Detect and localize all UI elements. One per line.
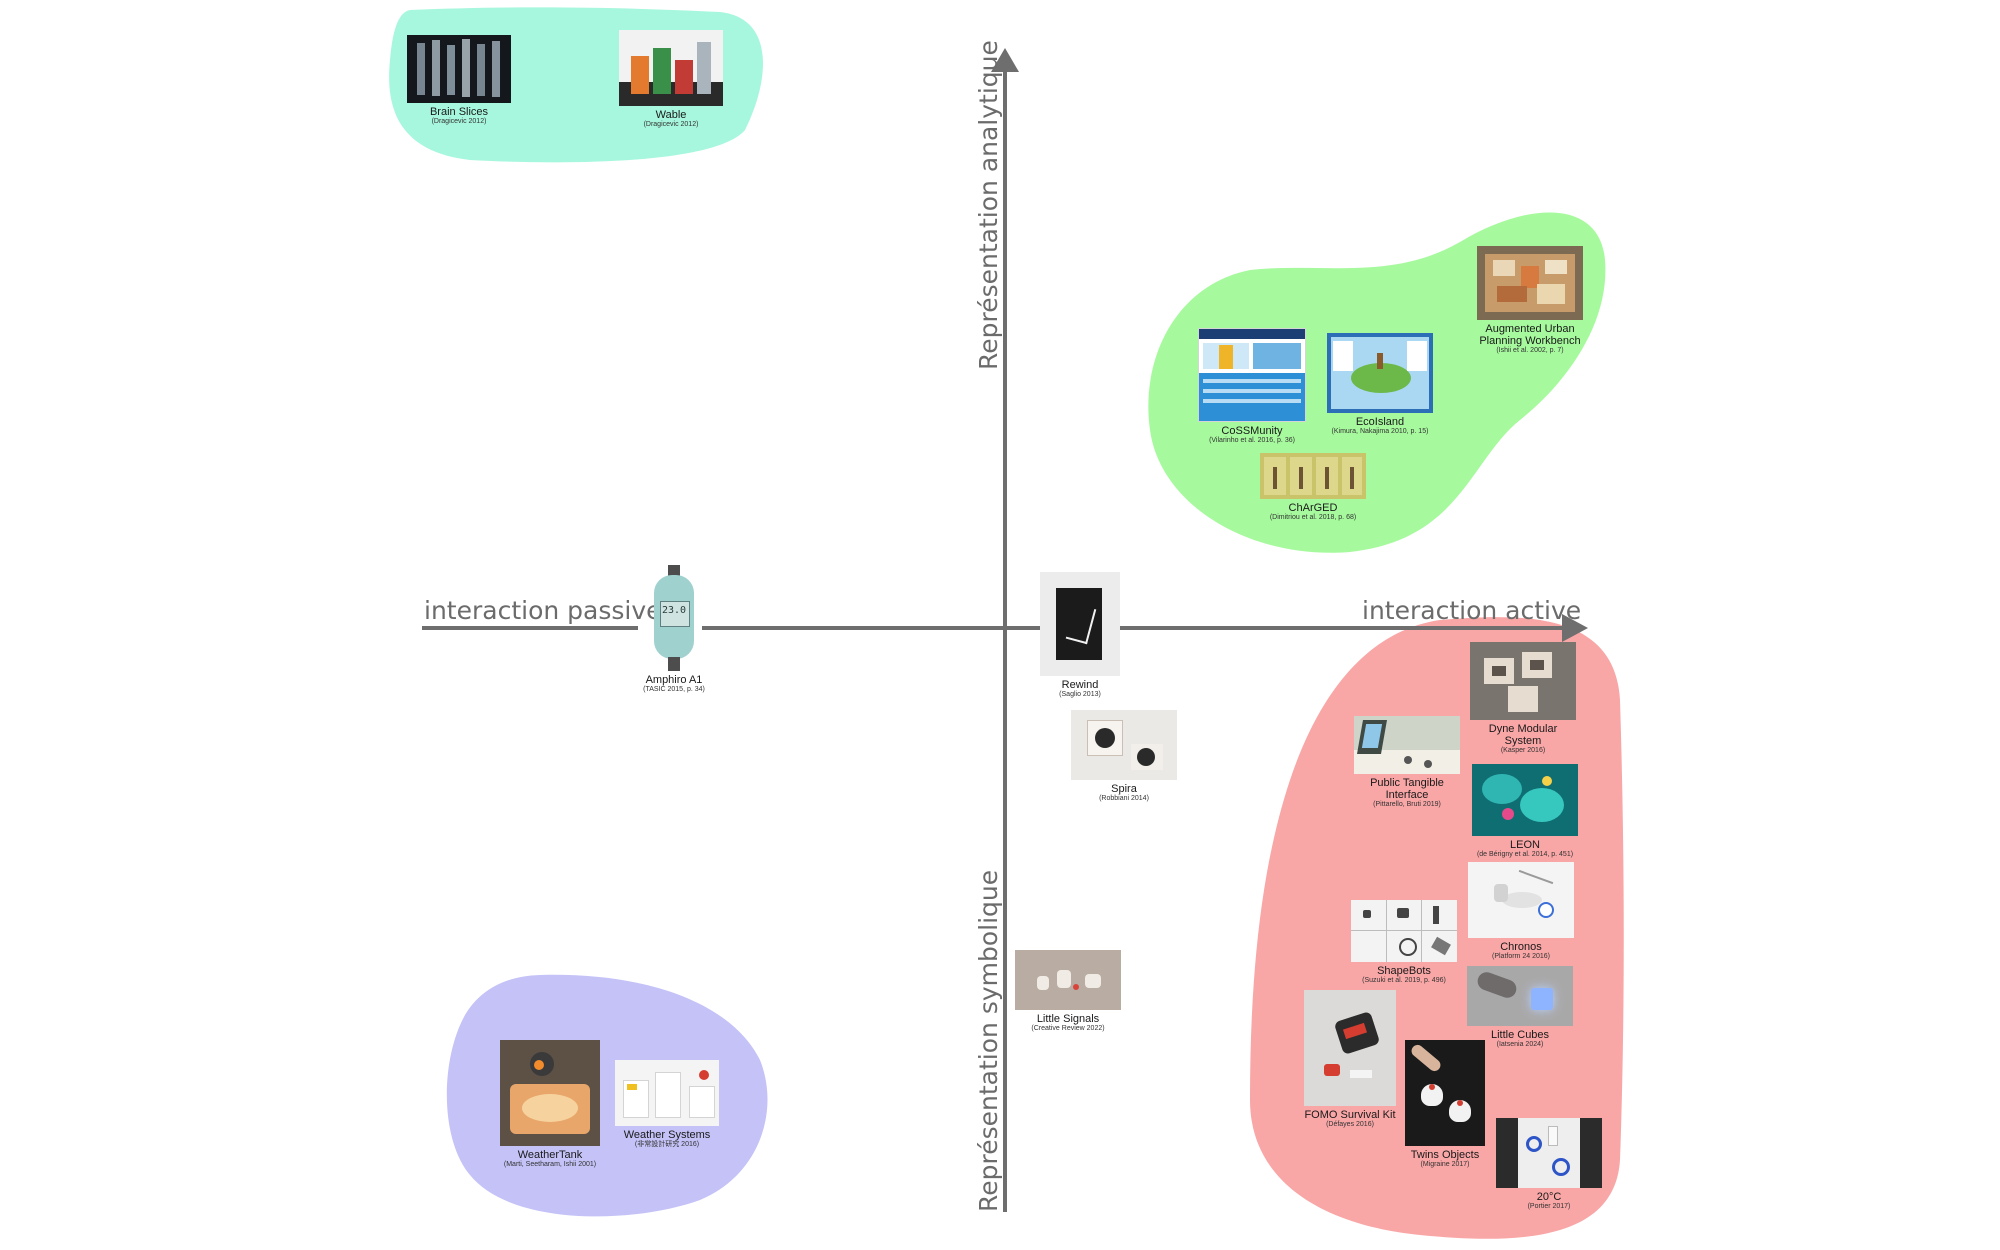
amphiro-thumbnail: 23.0 xyxy=(652,565,696,671)
rewind-citation: (Saglio 2013) xyxy=(1059,691,1101,698)
little-signals-title: Little Signals xyxy=(1036,1013,1100,1025)
weathertank-citation: (Marti, Seetharam, Ishii 2001) xyxy=(503,1161,597,1168)
little-cubes-thumbnail xyxy=(1467,966,1573,1026)
axis-label-top: Représentation analytique xyxy=(974,40,1003,370)
ecoisland-thumbnail xyxy=(1327,333,1433,413)
augmented-urban-citation: (Ishii et al. 2002, p. 7) xyxy=(1496,347,1564,354)
twenty-c-title: 20°C xyxy=(1536,1191,1562,1203)
twenty-c-citation: (Portier 2017) xyxy=(1527,1203,1571,1210)
fomo-title: FOMO Survival Kit xyxy=(1304,1109,1396,1121)
cossmunity-citation: (Vilarinho et al. 2016, p. 36) xyxy=(1209,437,1295,444)
charged-citation: (Dimitriou et al. 2018, p. 68) xyxy=(1269,514,1357,521)
brain-slices-citation: (Dragicevic 2012) xyxy=(431,118,487,125)
item-little-cubes: Little Cubes (Iatsenia 2024) xyxy=(1467,966,1573,1049)
weathertank-title: WeatherTank xyxy=(517,1149,583,1161)
item-cossmunity: CoSSMunity (Vilarinho et al. 2016, p. 36… xyxy=(1194,328,1310,445)
item-fomo: FOMO Survival Kit (Défayes 2016) xyxy=(1300,990,1400,1129)
item-twins: Twins Objects (Migraine 2017) xyxy=(1402,1040,1488,1169)
charged-thumbnail xyxy=(1260,453,1366,499)
little-signals-citation: (Creative Review 2022) xyxy=(1031,1025,1105,1032)
item-little-signals: Little Signals (Creative Review 2022) xyxy=(1014,950,1122,1033)
fomo-thumbnail xyxy=(1304,990,1396,1106)
dyne-title: Dyne Modular System xyxy=(1488,723,1558,747)
item-20c: 20°C (Portier 2017) xyxy=(1496,1118,1602,1211)
item-weathertank: WeatherTank (Marti, Seetharam, Ishii 200… xyxy=(494,1040,606,1169)
augmented-urban-thumbnail xyxy=(1477,246,1583,320)
amphiro-citation: (TASIC 2015, p. 34) xyxy=(643,686,705,693)
cossmunity-thumbnail xyxy=(1198,328,1306,422)
item-public-tangible: Public Tangible Interface (Pittarello, B… xyxy=(1352,716,1462,809)
dyne-thumbnail xyxy=(1470,642,1576,720)
axis-label-left: interaction passive xyxy=(424,596,662,625)
cossmunity-title: CoSSMunity xyxy=(1221,425,1283,437)
item-amphiro: 23.0 Amphiro A1 (TASIC 2015, p. 34) xyxy=(624,565,724,694)
item-rewind: Rewind (Saglio 2013) xyxy=(1032,572,1128,699)
shapebots-thumbnail xyxy=(1351,900,1457,962)
spira-title: Spira xyxy=(1111,783,1137,795)
weather-systems-title: Weather Systems xyxy=(623,1129,711,1141)
item-augmented-urban: Augmented Urban Planning Workbench (Ishi… xyxy=(1467,246,1593,355)
little-cubes-title: Little Cubes xyxy=(1490,1029,1550,1041)
item-shapebots: ShapeBots (Suzuki et al. 2019, p. 496) xyxy=(1346,900,1462,985)
chronos-thumbnail xyxy=(1468,862,1574,938)
brain-slices-thumbnail xyxy=(407,35,511,103)
item-weather-systems: Weather Systems (非常設計研究 2016) xyxy=(614,1060,720,1149)
item-brain-slices: Brain Slices (Dragicevic 2012) xyxy=(406,35,512,126)
twenty-c-thumbnail xyxy=(1496,1118,1602,1188)
item-ecoisland: EcoIsland (Kimura, Nakajima 2010, p. 15) xyxy=(1320,333,1440,436)
axis-label-bottom: Représentation symbolique xyxy=(974,869,1003,1212)
public-tangible-title: Public Tangible Interface xyxy=(1370,777,1444,801)
twins-thumbnail xyxy=(1405,1040,1485,1146)
twins-title: Twins Objects xyxy=(1410,1149,1480,1161)
brain-slices-title: Brain Slices xyxy=(429,106,489,118)
item-chronos: Chronos (Platform 24 2016) xyxy=(1468,862,1574,961)
leon-citation: (de Bérigny et al. 2014, p. 451) xyxy=(1476,851,1574,858)
rewind-thumbnail xyxy=(1040,572,1120,676)
public-tangible-thumbnail xyxy=(1354,716,1460,774)
weather-systems-thumbnail xyxy=(615,1060,719,1126)
shapebots-citation: (Suzuki et al. 2019, p. 496) xyxy=(1362,977,1446,984)
spira-citation: (Robbiani 2014) xyxy=(1099,795,1149,802)
item-charged: ChArGED (Dimitriou et al. 2018, p. 68) xyxy=(1258,453,1368,522)
weathertank-thumbnail xyxy=(500,1040,600,1146)
item-wable: Wable (Dragicevic 2012) xyxy=(618,30,724,129)
leon-thumbnail xyxy=(1472,764,1578,836)
item-spira: Spira (Robbiani 2014) xyxy=(1070,710,1178,803)
fomo-citation: (Défayes 2016) xyxy=(1326,1121,1374,1128)
little-cubes-citation: (Iatsenia 2024) xyxy=(1496,1041,1544,1048)
augmented-urban-title: Augmented Urban Planning Workbench xyxy=(1479,323,1581,347)
leon-title: LEON xyxy=(1510,839,1540,851)
rewind-title: Rewind xyxy=(1061,679,1099,691)
amphiro-title: Amphiro A1 xyxy=(645,674,703,686)
charged-title: ChArGED xyxy=(1288,502,1338,514)
item-dyne: Dyne Modular System (Kasper 2016) xyxy=(1470,642,1576,755)
wable-title: Wable xyxy=(655,109,687,121)
ecoisland-title: EcoIsland xyxy=(1355,416,1405,428)
shapebots-title: ShapeBots xyxy=(1377,965,1431,977)
weather-systems-citation: (非常設計研究 2016) xyxy=(634,1141,700,1148)
dyne-citation: (Kasper 2016) xyxy=(1500,747,1546,754)
chronos-title: Chronos xyxy=(1500,941,1542,953)
axis-label-right: interaction active xyxy=(1362,596,1582,625)
wable-citation: (Dragicevic 2012) xyxy=(643,121,699,128)
ecoisland-citation: (Kimura, Nakajima 2010, p. 15) xyxy=(1331,428,1429,435)
cluster-symbolic-passive xyxy=(446,974,768,1217)
amphiro-display: 23.0 xyxy=(661,605,687,616)
twins-citation: (Migraine 2017) xyxy=(1420,1161,1470,1168)
public-tangible-citation: (Pittarello, Bruti 2019) xyxy=(1373,801,1441,808)
item-leon: LEON (de Bérigny et al. 2014, p. 451) xyxy=(1466,764,1584,859)
chronos-citation: (Platform 24 2016) xyxy=(1492,953,1550,960)
vertical-axis-arrow xyxy=(991,48,1019,72)
spira-thumbnail xyxy=(1071,710,1177,780)
little-signals-thumbnail xyxy=(1015,950,1121,1010)
wable-thumbnail xyxy=(619,30,723,106)
